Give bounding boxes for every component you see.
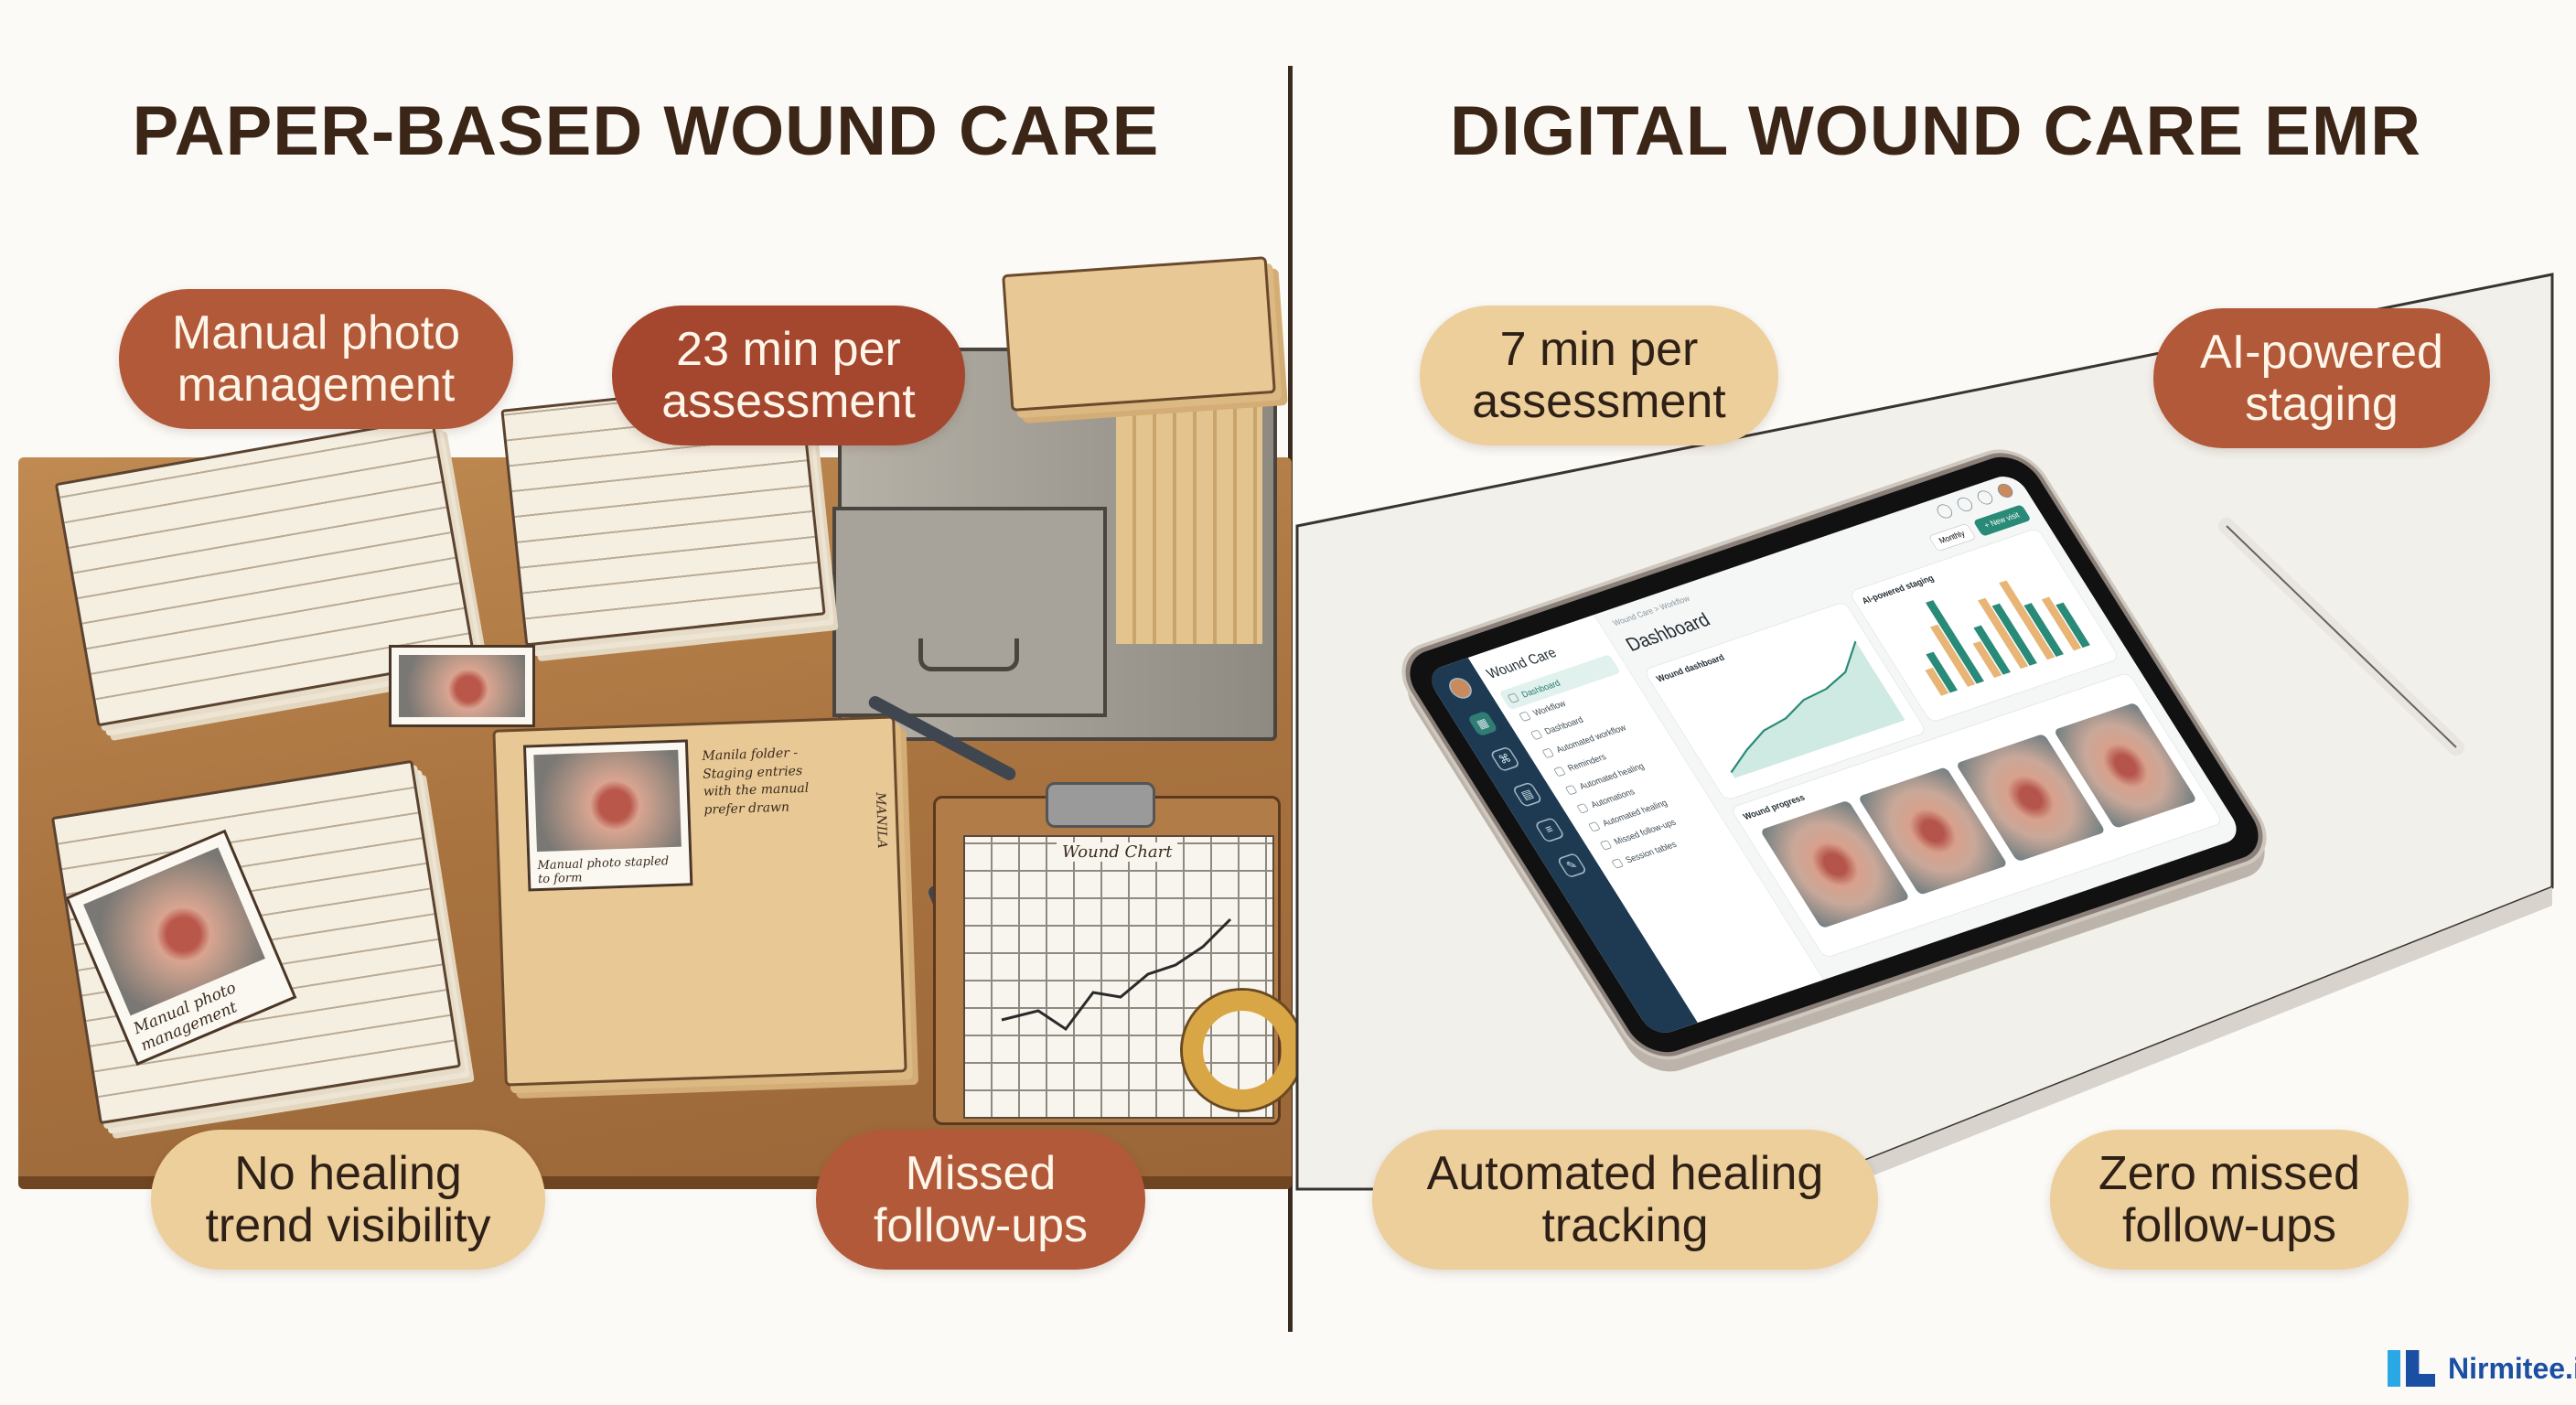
drawer-handle	[918, 638, 1019, 671]
right-title: DIGITAL WOUND CARE EMR	[1449, 92, 2422, 170]
menu-item-icon	[1541, 747, 1555, 759]
staging-bar	[1978, 597, 2029, 670]
staging-bar	[1991, 603, 2037, 666]
logo-mark-icon	[2388, 1350, 2435, 1387]
staging-bar	[1929, 624, 1976, 687]
nirmitee-logo: Nirmitee.io	[2388, 1350, 2576, 1387]
menu-item-icon	[1553, 766, 1566, 778]
pill-ai-staging: AI-powered staging	[2153, 308, 2490, 448]
menu-item-icon	[1599, 840, 1613, 851]
pill-no-healing-trend: No healing trend visibility	[151, 1130, 545, 1270]
menu-item-icon	[1611, 858, 1625, 869]
user-avatar[interactable]	[1994, 481, 2016, 499]
trend-area	[1731, 641, 1905, 778]
workflow-icon[interactable]: ⌘	[1489, 745, 1521, 773]
clipboard-clip	[1046, 782, 1155, 828]
menu-item-icon	[1588, 821, 1601, 832]
menu-item-icon	[1564, 784, 1578, 796]
menu-item-icon	[1530, 729, 1543, 741]
loose-photo	[389, 645, 535, 727]
trend-card: Wound dashboard	[1642, 601, 1928, 801]
pill-zero-missed: Zero missed follow-ups	[2050, 1130, 2409, 1270]
avatar[interactable]	[1444, 675, 1476, 702]
left-title: PAPER-BASED WOUND CARE	[132, 92, 1160, 170]
trend-chart	[1730, 640, 1905, 778]
staging-bar	[2023, 603, 2064, 657]
menu-item-icon	[1519, 711, 1531, 722]
menu-item-icon	[1507, 692, 1520, 703]
chart-trend-line	[1001, 917, 1232, 1032]
dashboard-main: Wound Care > Workflow Monthly + New visi…	[1594, 471, 2245, 980]
chart-title: Wound Chart	[1057, 842, 1178, 862]
trend-line	[1730, 640, 1857, 774]
logo-text: Nirmitee.io	[2448, 1351, 2576, 1385]
dashboard-icon[interactable]: ▦	[1466, 710, 1498, 737]
bell-icon[interactable]	[1974, 488, 1996, 507]
pill-23-min: 23 min per assessment	[612, 306, 965, 445]
staging-bar	[1999, 580, 2055, 660]
staging-bar	[2055, 602, 2090, 649]
clipboard: Wound Chart	[933, 782, 1302, 1125]
staging-bar	[1925, 600, 1984, 684]
pill-automated-tracking: Automated healing tracking	[1372, 1130, 1878, 1270]
tools-icon[interactable]: ✎	[1556, 852, 1588, 879]
settings-icon[interactable]: ≡	[1533, 817, 1566, 843]
staging-bar	[2041, 596, 2082, 651]
staging-bar	[1973, 625, 2011, 675]
help-icon[interactable]	[1954, 495, 1976, 513]
pill-manual-photo: Manual photo management	[119, 289, 513, 429]
staging-chart	[1925, 580, 2090, 696]
cabinet-drawer	[832, 507, 1107, 717]
staging-card: AI-powered staging	[1848, 527, 2120, 724]
pill-missed-follow-ups: Missed follow-ups	[816, 1130, 1145, 1270]
staging-bar	[1925, 667, 1949, 696]
menu-item-icon	[1576, 802, 1590, 814]
pill-7-min: 7 min per assessment	[1420, 306, 1778, 445]
staging-bar	[1926, 651, 1959, 693]
folder-files	[1116, 406, 1262, 644]
staging-bar	[1972, 640, 2002, 678]
calendar-icon[interactable]: ▤	[1511, 781, 1543, 808]
